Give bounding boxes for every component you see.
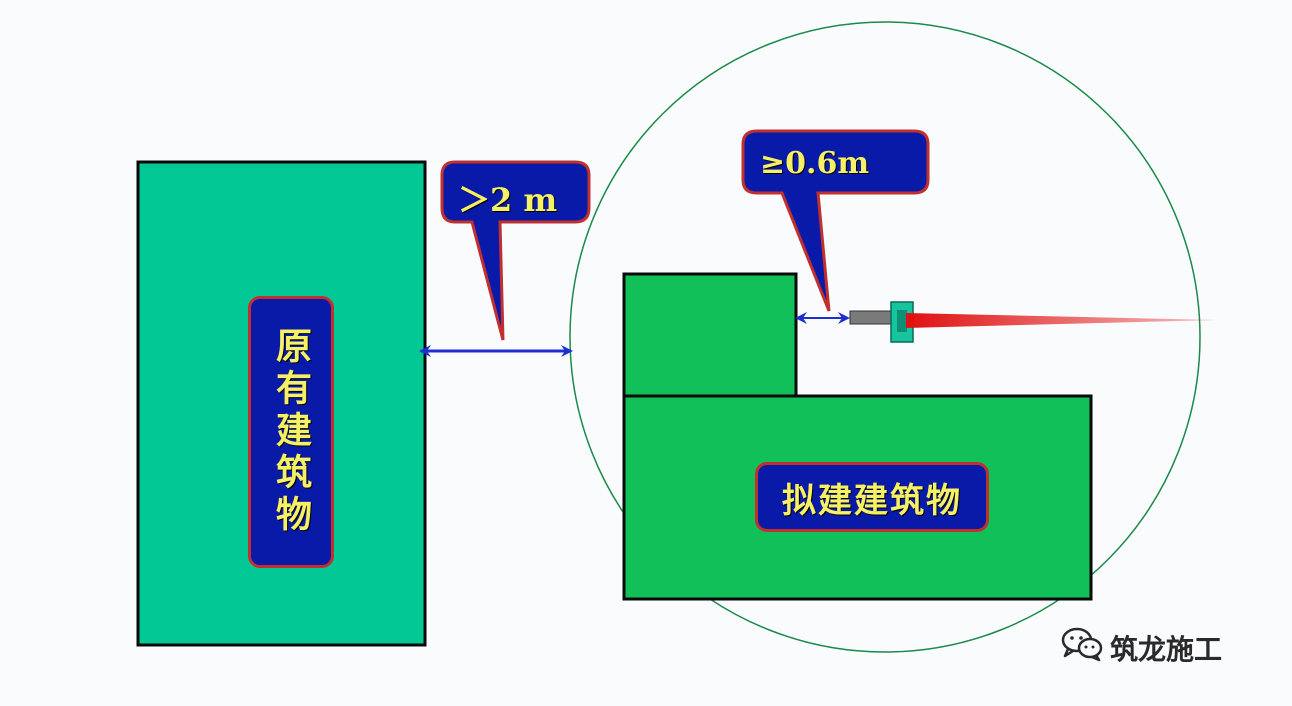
callout-2m-bubble bbox=[440, 160, 591, 341]
equipment-beam bbox=[906, 313, 1218, 328]
callout-06-bubble bbox=[741, 129, 930, 312]
watermark-text: 筑龙施工 bbox=[1110, 632, 1223, 666]
existing-building-label: 原有建筑物 bbox=[248, 296, 334, 568]
equipment-head-center bbox=[897, 310, 907, 332]
proposed-building-label: 拟建建筑物 bbox=[755, 462, 989, 532]
wechat-icon bbox=[1060, 626, 1104, 669]
equipment-body bbox=[849, 310, 893, 325]
proposed-building-upper bbox=[622, 272, 798, 400]
watermark: 筑龙施工 bbox=[1060, 626, 1222, 669]
working-radius-circle bbox=[569, 21, 1201, 653]
building-gap-label: ＞2 m bbox=[458, 181, 558, 219]
equipment-gap-label: ≥0.6m bbox=[760, 146, 870, 181]
